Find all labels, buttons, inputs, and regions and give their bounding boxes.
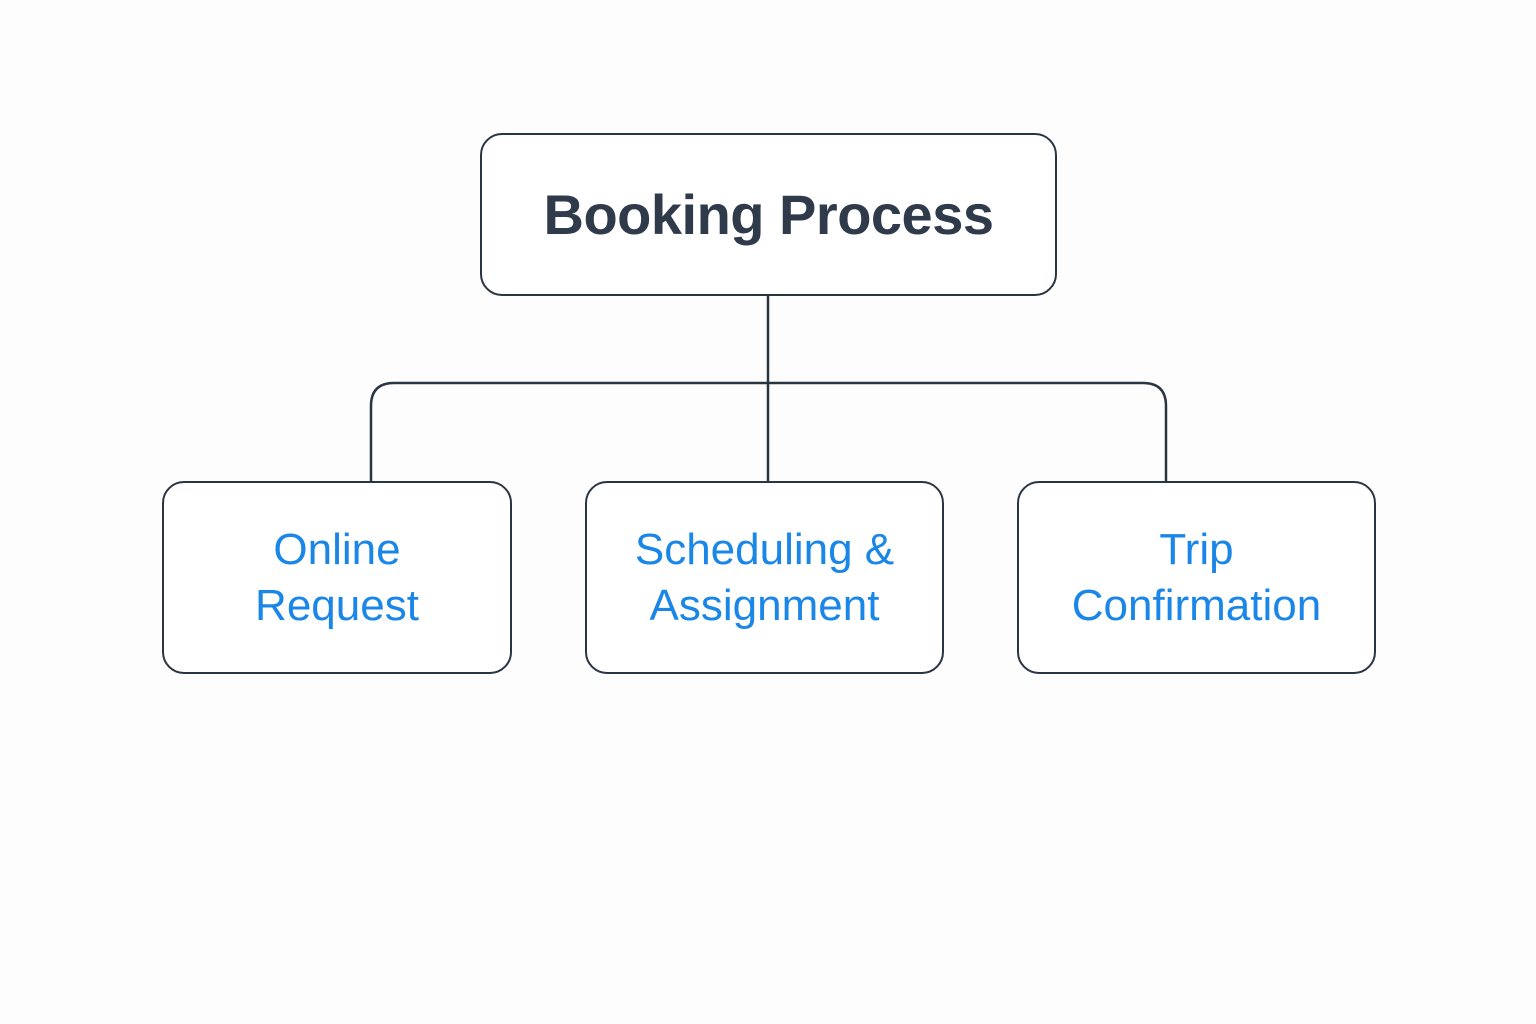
- connector-branch-bar: [369, 381, 1168, 481]
- child-node-label: Scheduling & Assignment: [634, 524, 895, 630]
- root-node-booking-process: Booking Process: [480, 133, 1057, 296]
- root-node-label: Booking Process: [543, 183, 994, 246]
- child-node-trip-confirmation: Trip Confirmation: [1017, 481, 1376, 674]
- child-node-online-request: Online Request: [162, 481, 512, 674]
- child-node-label: Trip Confirmation: [1071, 524, 1322, 630]
- child-node-scheduling-assignment: Scheduling & Assignment: [585, 481, 944, 674]
- child-node-label: Online Request: [255, 524, 419, 630]
